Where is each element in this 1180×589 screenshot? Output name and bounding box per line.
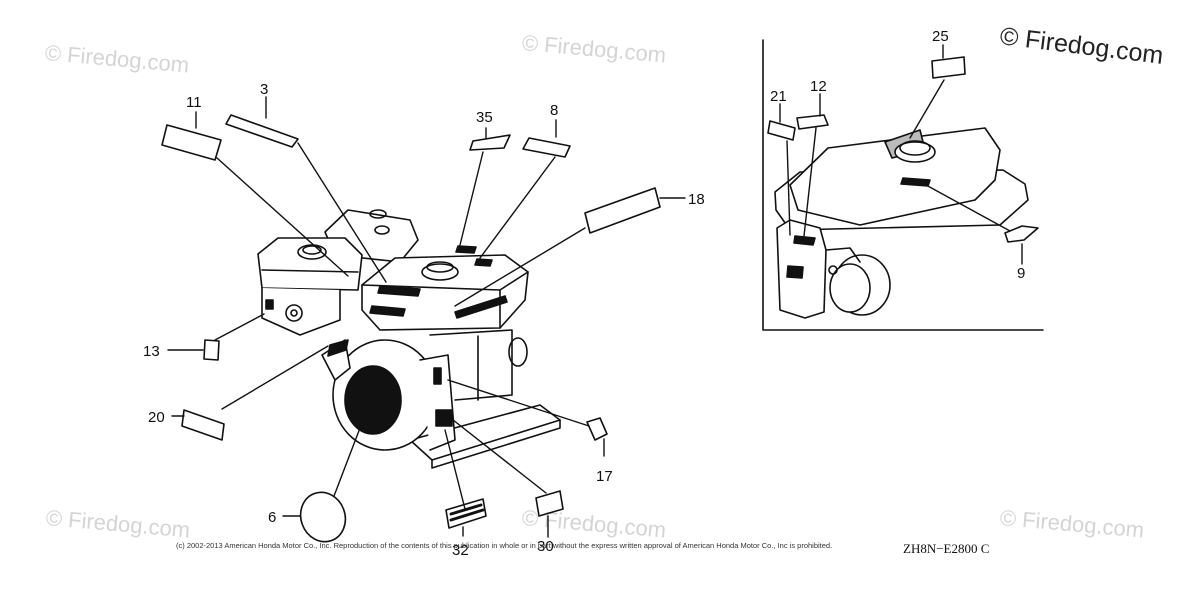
label-11 — [161, 124, 222, 161]
copyright-notice: (c) 2002-2013 American Honda Motor Co., … — [176, 541, 833, 550]
label-9 — [1004, 225, 1039, 243]
leader-lines — [167, 96, 686, 538]
label-3 — [225, 114, 299, 148]
label-25 — [931, 56, 966, 79]
callout-13: 13 — [143, 343, 160, 360]
label-17 — [586, 417, 608, 441]
callout-17: 17 — [596, 468, 613, 485]
inset-drawing — [762, 39, 1044, 331]
callout-11: 11 — [186, 94, 202, 111]
callout-32: 32 — [452, 542, 469, 559]
label-21 — [767, 120, 796, 141]
callout-30: 30 — [537, 538, 554, 555]
label-13 — [203, 339, 220, 361]
callout-18: 18 — [688, 191, 705, 208]
callout-3: 3 — [260, 81, 268, 98]
label-30 — [535, 490, 564, 517]
label-35 — [469, 134, 511, 151]
label-12 — [796, 114, 829, 130]
callout-6: 6 — [268, 509, 276, 526]
callout-9: 9 — [1017, 265, 1025, 282]
callout-20: 20 — [148, 409, 165, 426]
callout-35: 35 — [476, 109, 493, 126]
callout-25: 25 — [932, 28, 949, 45]
engine-drawing — [257, 209, 561, 469]
label-6 — [299, 491, 347, 543]
diagram-code: ZH8N−E2800 C — [903, 541, 990, 556]
callout-12: 12 — [810, 78, 827, 95]
callout-21: 21 — [770, 88, 787, 105]
label-20 — [181, 409, 225, 441]
callout-8: 8 — [550, 102, 558, 119]
label-18 — [584, 187, 661, 234]
label-32 — [445, 498, 487, 529]
label-parts — [161, 114, 661, 543]
label-8 — [522, 137, 571, 158]
